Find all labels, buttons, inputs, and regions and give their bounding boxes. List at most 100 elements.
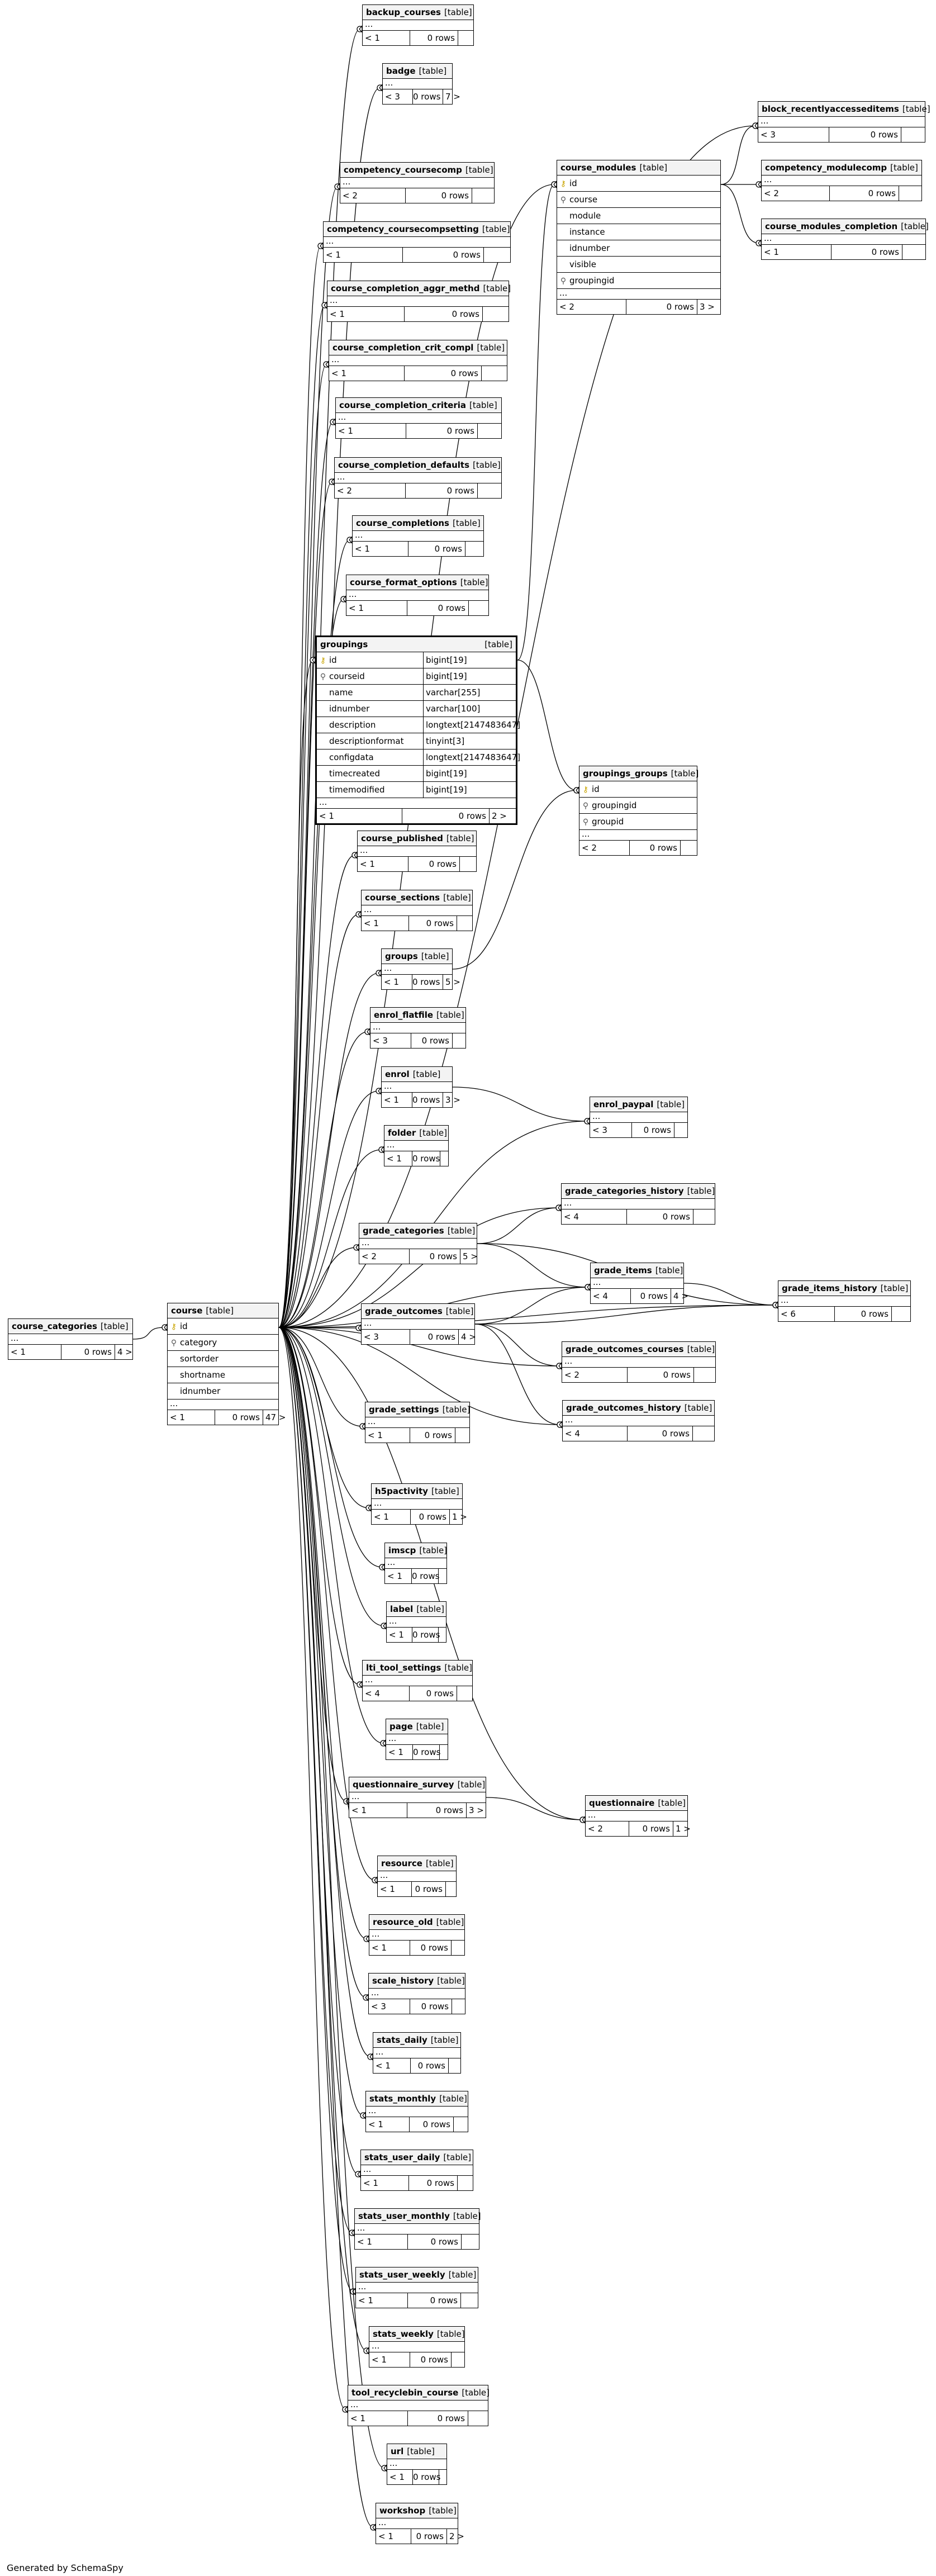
parent-count[interactable]: < 1	[11, 1347, 26, 1357]
parent-count[interactable]: < 4	[365, 1688, 380, 1699]
child-count[interactable]	[680, 841, 695, 855]
table-name[interactable]: grade_settings	[369, 1405, 439, 1415]
table-competency-coursecompsetting[interactable]: competency_coursecompsetting[table]...< …	[323, 221, 511, 263]
parent-count[interactable]: < 2	[564, 1370, 579, 1380]
table-header[interactable]: stats_daily[table]	[373, 2033, 460, 2048]
table-header[interactable]: workshop[table]	[376, 2503, 458, 2518]
table-name[interactable]: tool_recyclebin_course	[351, 2388, 459, 2398]
child-count[interactable]: 3 >	[466, 1803, 484, 1818]
table-name[interactable]: course_completion_criteria	[339, 400, 466, 410]
table-name[interactable]: grade_items	[594, 1265, 652, 1275]
column-name[interactable]: groupingid	[569, 276, 615, 286]
table-name[interactable]: label	[390, 1604, 414, 1614]
table-header[interactable]: groupings[table]	[317, 637, 516, 652]
table-name[interactable]: stats_weekly	[373, 2329, 434, 2339]
child-count[interactable]: 3 >	[697, 300, 718, 314]
table-header[interactable]: enrol_paypal[table]	[590, 1097, 687, 1112]
column-name[interactable]: idnumber	[569, 243, 610, 253]
column-name[interactable]: descriptionformat	[329, 736, 404, 746]
parent-count[interactable]: < 1	[365, 33, 380, 43]
child-count[interactable]	[481, 366, 505, 381]
column-name[interactable]: id	[180, 1321, 188, 1331]
table-header[interactable]: course_completion_crit_compl[table]	[329, 340, 507, 355]
parent-count[interactable]: < 1	[378, 2531, 393, 2541]
parent-count[interactable]: < 1	[363, 2178, 378, 2188]
table-header[interactable]: page[table]	[386, 1719, 448, 1734]
table-header[interactable]: backup_courses[table]	[363, 5, 473, 20]
parent-count[interactable]: < 3	[385, 92, 400, 102]
column-row[interactable]: ⚷id	[168, 1318, 278, 1335]
column-name[interactable]: timemodified	[329, 785, 385, 795]
table-header[interactable]: grade_outcomes_courses[table]	[562, 1342, 715, 1357]
table-name[interactable]: badge	[386, 66, 416, 76]
table-header[interactable]: grade_outcomes_history[table]	[563, 1401, 714, 1416]
table-name[interactable]: url	[391, 2446, 404, 2456]
child-count[interactable]: 5 >	[443, 975, 460, 989]
table-header[interactable]: grade_items[table]	[591, 1263, 683, 1278]
table-name[interactable]: page	[389, 1721, 413, 1731]
table-header[interactable]: grade_items_history[table]	[778, 1281, 910, 1296]
column-row[interactable]: ⚲groupid	[579, 814, 697, 830]
child-count[interactable]	[439, 1745, 445, 1759]
child-count[interactable]: 2 >	[489, 809, 514, 823]
column-name[interactable]: instance	[569, 227, 605, 237]
parent-count[interactable]: < 1	[387, 1154, 402, 1164]
table-name[interactable]: stats_user_weekly	[359, 2270, 445, 2280]
child-count[interactable]	[901, 127, 923, 142]
table-name[interactable]: stats_daily	[377, 2035, 427, 2045]
child-count[interactable]	[674, 1123, 685, 1137]
child-count[interactable]	[438, 1569, 444, 1583]
column-name[interactable]: course	[569, 194, 598, 205]
table-header[interactable]: questionnaire[table]	[586, 1796, 687, 1811]
column-name[interactable]: category	[180, 1337, 217, 1348]
table-header[interactable]: questionnaire_survey[table]	[349, 1777, 486, 1792]
parent-count[interactable]: < 1	[349, 603, 364, 613]
child-count[interactable]	[459, 857, 474, 871]
child-count[interactable]	[448, 2058, 458, 2073]
table-name[interactable]: backup_courses	[366, 7, 441, 17]
child-count[interactable]: 5 >	[460, 1249, 478, 1264]
column-row[interactable]: shortname	[168, 1367, 278, 1383]
table-header[interactable]: url[table]	[387, 2444, 446, 2459]
parent-count[interactable]: < 1	[374, 1512, 389, 1522]
column-name[interactable]: groupingid	[592, 800, 637, 810]
table-header[interactable]: course_modules[table]	[557, 160, 720, 175]
table-name[interactable]: scale_history	[372, 1976, 434, 1986]
child-count[interactable]	[899, 186, 919, 201]
parent-count[interactable]: < 1	[764, 247, 779, 257]
table-header[interactable]: competency_modulecomp[table]	[762, 160, 921, 175]
table-name[interactable]: grade_categories	[363, 1226, 444, 1236]
parent-count[interactable]: < 1	[319, 811, 334, 821]
parent-count[interactable]: < 3	[364, 1332, 379, 1342]
child-count[interactable]	[451, 1941, 462, 1955]
child-count[interactable]	[457, 1686, 470, 1701]
table-header[interactable]: block_recentlyaccesseditems[table]	[758, 102, 930, 117]
table-header[interactable]: competency_coursecomp[table]	[340, 163, 494, 178]
column-row[interactable]: ⚲category	[168, 1335, 278, 1351]
parent-count[interactable]: < 1	[330, 309, 345, 319]
table-header[interactable]: groupings_groups[table]	[579, 766, 699, 781]
child-count[interactable]	[445, 1882, 454, 1896]
child-count[interactable]	[468, 2411, 486, 2426]
child-count[interactable]	[692, 1426, 712, 1441]
parent-count[interactable]: < 2	[559, 302, 574, 312]
child-count[interactable]	[439, 2470, 444, 2484]
table-block-recentlyaccesseditems[interactable]: block_recentlyaccesseditems[table]...< 3…	[758, 101, 930, 143]
